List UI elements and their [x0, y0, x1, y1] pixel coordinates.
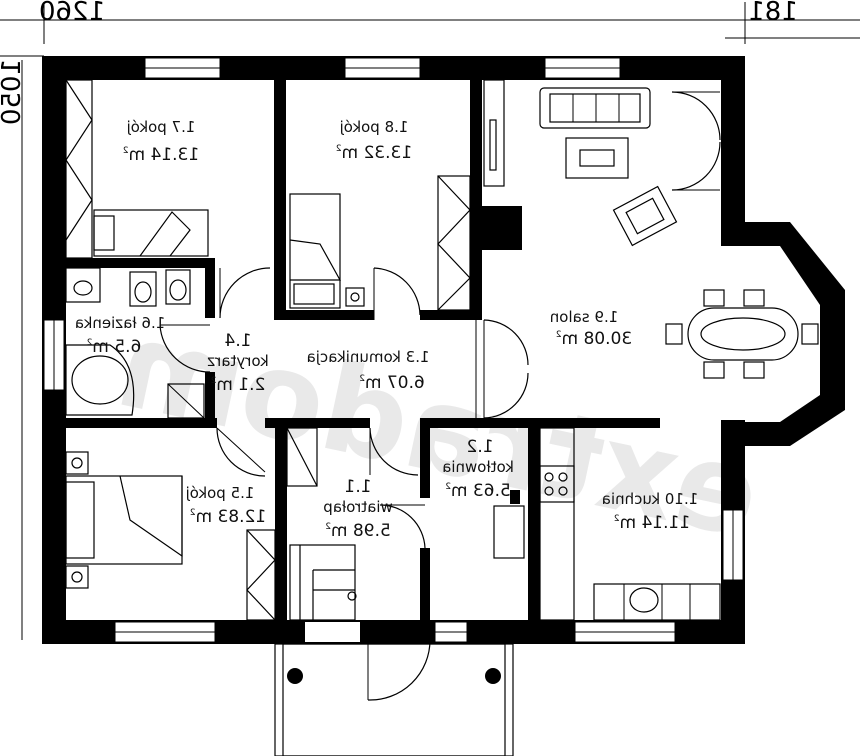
svg-text:1.2: 1.2	[466, 437, 493, 457]
top-windows	[144, 57, 621, 79]
room-label-1.8: 1.8 pokój 13.32 m2	[336, 118, 412, 163]
svg-text:korytarz: korytarz	[207, 352, 269, 370]
svg-text:wiatrołap: wiatrołap	[323, 498, 393, 516]
room-label-1.2: 1.2 kotłownia 5.63 m2	[442, 437, 514, 501]
svg-text:2.1 m2: 2.1 m2	[211, 375, 266, 395]
svg-text:1.3 komunikacja: 1.3 komunikacja	[307, 348, 430, 366]
furniture	[65, 79, 819, 621]
room-label-1.3: 1.3 komunikacja 6.07 m2	[307, 348, 430, 393]
entrance-porch	[274, 643, 514, 756]
glass-partition	[475, 319, 529, 419]
svg-text:6.07 m2: 6.07 m2	[359, 373, 425, 393]
svg-text:kotłownia: kotłownia	[442, 458, 514, 476]
svg-text:6.5 m2: 6.5 m2	[87, 337, 142, 357]
bay-window	[781, 231, 839, 439]
svg-text:5.63 m2: 5.63 m2	[445, 481, 511, 501]
svg-text:1.5 pokój: 1.5 pokój	[186, 484, 255, 502]
svg-text:1.6 łazienka: 1.6 łazienka	[75, 314, 166, 332]
room-label-1.9: 1.9 salon 30.08 m2	[550, 308, 632, 349]
svg-text:1.4: 1.4	[224, 331, 251, 351]
svg-text:1.8 pokój: 1.8 pokój	[340, 118, 409, 136]
svg-text:13.14 m2: 13.14 m2	[123, 145, 199, 165]
room-label-1.4: 1.4 korytarz 2.1 m2	[207, 331, 269, 395]
svg-text:12.83 m2: 12.83 m2	[190, 507, 266, 527]
doors	[159, 91, 721, 701]
room-label-1.5: 1.5 pokój 12.83 m2	[186, 484, 267, 527]
svg-text:1.1: 1.1	[344, 477, 371, 497]
room-label-1.7: 1.7 pokój 13.14 m2	[123, 118, 199, 165]
room-label-1.10: 1.10 kuchnia 11.14 m2	[602, 490, 699, 533]
svg-text:5.98 m2: 5.98 m2	[325, 521, 391, 541]
svg-text:1.10 kuchnia: 1.10 kuchnia	[602, 490, 699, 508]
depth-dimension-label: 1050	[0, 59, 27, 125]
width-dimension-label: 1260	[39, 0, 105, 27]
side-windows	[43, 319, 744, 581]
room-label-1.1: 1.1 wiatrołap 5.98 m2	[323, 477, 393, 541]
svg-text:11.14 m2: 11.14 m2	[614, 513, 690, 533]
room-label-1.6: 1.6 łazienka 6.5 m2	[75, 314, 166, 357]
dimension-top	[0, 2, 860, 44]
bottom-windows	[114, 621, 676, 643]
svg-text:13.32 m2: 13.32 m2	[336, 143, 412, 163]
svg-text:1.9 salon: 1.9 salon	[550, 308, 619, 326]
bay-dimension-label: 181	[748, 0, 798, 27]
interior-walls	[42, 56, 660, 644]
svg-text:1.7 pokój: 1.7 pokój	[127, 118, 196, 136]
svg-text:30.08 m2: 30.08 m2	[556, 329, 632, 349]
dimension-left	[0, 55, 44, 640]
